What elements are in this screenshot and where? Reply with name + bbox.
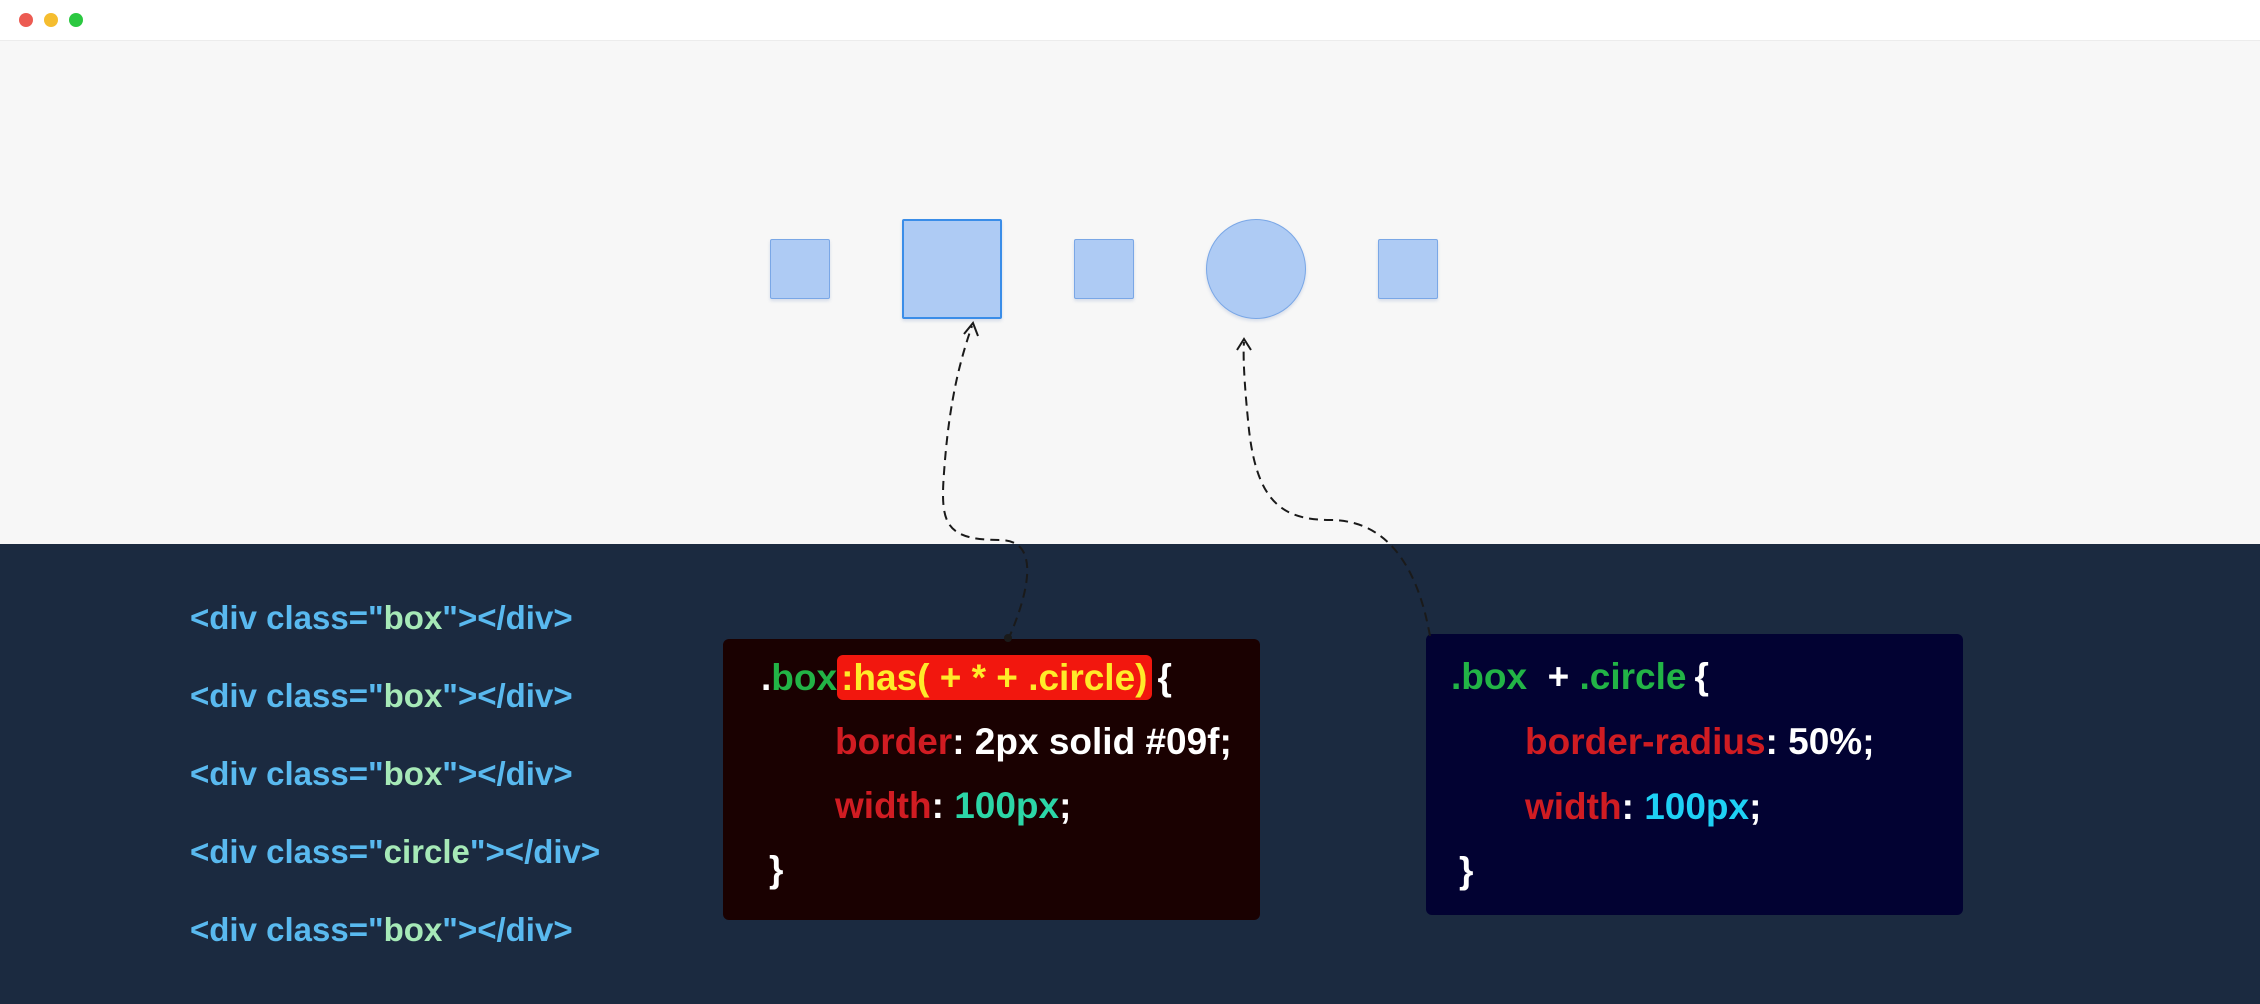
sibling-rule-close-brace: } bbox=[1459, 850, 1474, 891]
css-rule-sibling-card: .box + .circle{ border-radius: 50%; widt… bbox=[1426, 634, 1963, 915]
markup-line-box-2: <div class="box"></div> bbox=[190, 677, 573, 714]
box-1 bbox=[770, 239, 830, 299]
markup-line-box-3: <div class="box"></div> bbox=[190, 755, 573, 792]
code-panel: <div class="box"></div> <div class="box"… bbox=[0, 544, 2260, 1004]
close-window-button[interactable] bbox=[19, 13, 33, 27]
circle-shape bbox=[1206, 219, 1306, 319]
css-rule-has-card: .box:has( + * + .circle){ border: 2px so… bbox=[723, 639, 1260, 920]
has-rule-border-line: border: 2px solid #09f; bbox=[835, 721, 1232, 762]
box-2-highlighted bbox=[902, 219, 1002, 319]
markup-line-circle: <div class="circle"></div> bbox=[190, 833, 601, 870]
window-titlebar bbox=[0, 0, 2260, 41]
markup-line-box-1: <div class="box"></div> bbox=[190, 599, 573, 636]
box-3 bbox=[1074, 239, 1134, 299]
has-pseudo-highlight: :has( + * + .circle) bbox=[837, 655, 1152, 700]
minimize-window-button[interactable] bbox=[44, 13, 58, 27]
sibling-rule-width-line: width: 100px; bbox=[1525, 786, 1762, 827]
sibling-rule-selector-line: .box + .circle{ bbox=[1451, 656, 1709, 697]
sibling-rule-radius-line: border-radius: 50%; bbox=[1525, 721, 1875, 762]
has-rule-width-line: width: 100px; bbox=[835, 785, 1072, 826]
preview-stage bbox=[0, 41, 2260, 544]
has-rule-close-brace: } bbox=[769, 849, 784, 890]
has-rule-selector-line: .box:has( + * + .circle){ bbox=[761, 655, 1172, 700]
markup-line-box-5: <div class="box"></div> bbox=[190, 911, 573, 948]
maximize-window-button[interactable] bbox=[69, 13, 83, 27]
box-5 bbox=[1378, 239, 1438, 299]
